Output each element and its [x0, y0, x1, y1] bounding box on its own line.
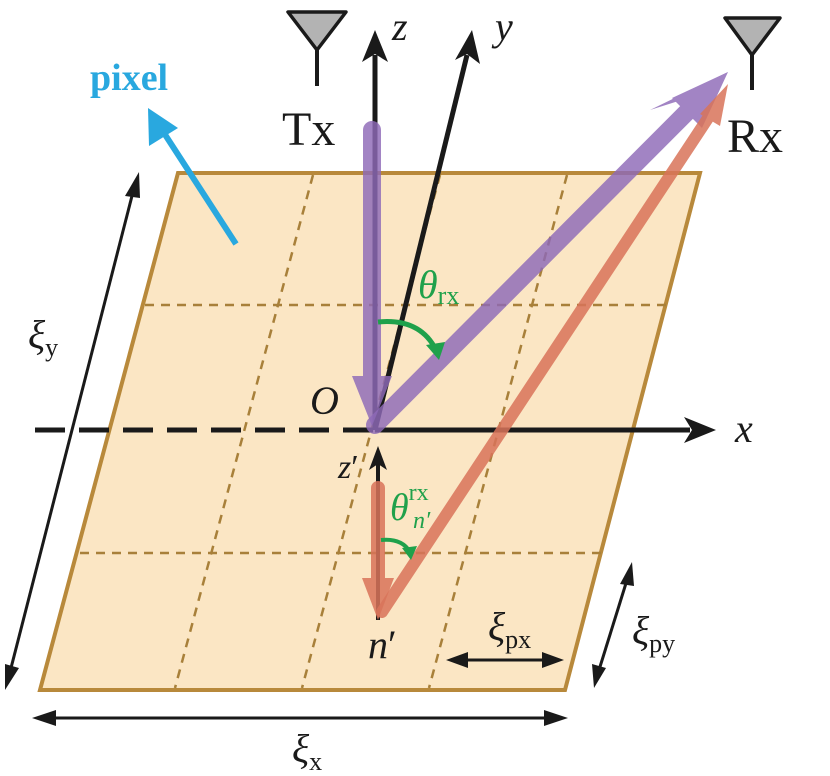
- xi-py-label: ξpy: [632, 608, 675, 658]
- pixel-pointer-arrow: [161, 131, 239, 246]
- x-axis-arrowhead: [684, 417, 716, 443]
- rx-label: Rx: [727, 110, 783, 163]
- z-prime-label: z′: [337, 449, 359, 486]
- xi-x-dimension: [32, 710, 568, 726]
- xi-px-dimension: [446, 652, 564, 668]
- pixel-label: pixel: [90, 57, 168, 99]
- theta-n-arc-head: [402, 546, 417, 560]
- xi-x-label: ξx: [292, 726, 322, 776]
- pixel-pointer-arrowhead: [148, 108, 178, 146]
- n-prime-label: n′: [368, 622, 397, 667]
- theta-n-sub-label: n′: [413, 508, 431, 534]
- y-axis: [372, 54, 470, 431]
- pixel-beam-reflected: [376, 84, 728, 618]
- theta-n-label: θrx: [390, 480, 429, 529]
- y-axis-label: y: [491, 4, 513, 49]
- tx-label: Tx: [282, 103, 335, 156]
- incident-beam: [352, 121, 392, 426]
- z-axis-arrowhead: [362, 30, 388, 62]
- reflected-beam-main: [366, 72, 728, 434]
- origin-label: O: [310, 378, 339, 423]
- z-axis-label: z: [391, 4, 408, 49]
- theta-rx-arc-head: [426, 342, 445, 360]
- xi-px-label: ξpx: [488, 604, 531, 654]
- xi-py-dimension: [592, 562, 634, 688]
- z-prime-arrowhead: [369, 446, 387, 470]
- theta-rx-label: θrx: [418, 262, 459, 310]
- pixel-beam-incident: [362, 481, 394, 620]
- grid-line-v1: [173, 174, 315, 689]
- xi-y-label: ξy: [28, 312, 58, 362]
- y-axis-arrowhead: [455, 30, 480, 64]
- tx-antenna-icon: [286, 10, 348, 86]
- xi-y-dimension: [5, 172, 140, 690]
- rx-antenna-icon: [723, 16, 782, 90]
- x-axis-label: x: [734, 406, 753, 451]
